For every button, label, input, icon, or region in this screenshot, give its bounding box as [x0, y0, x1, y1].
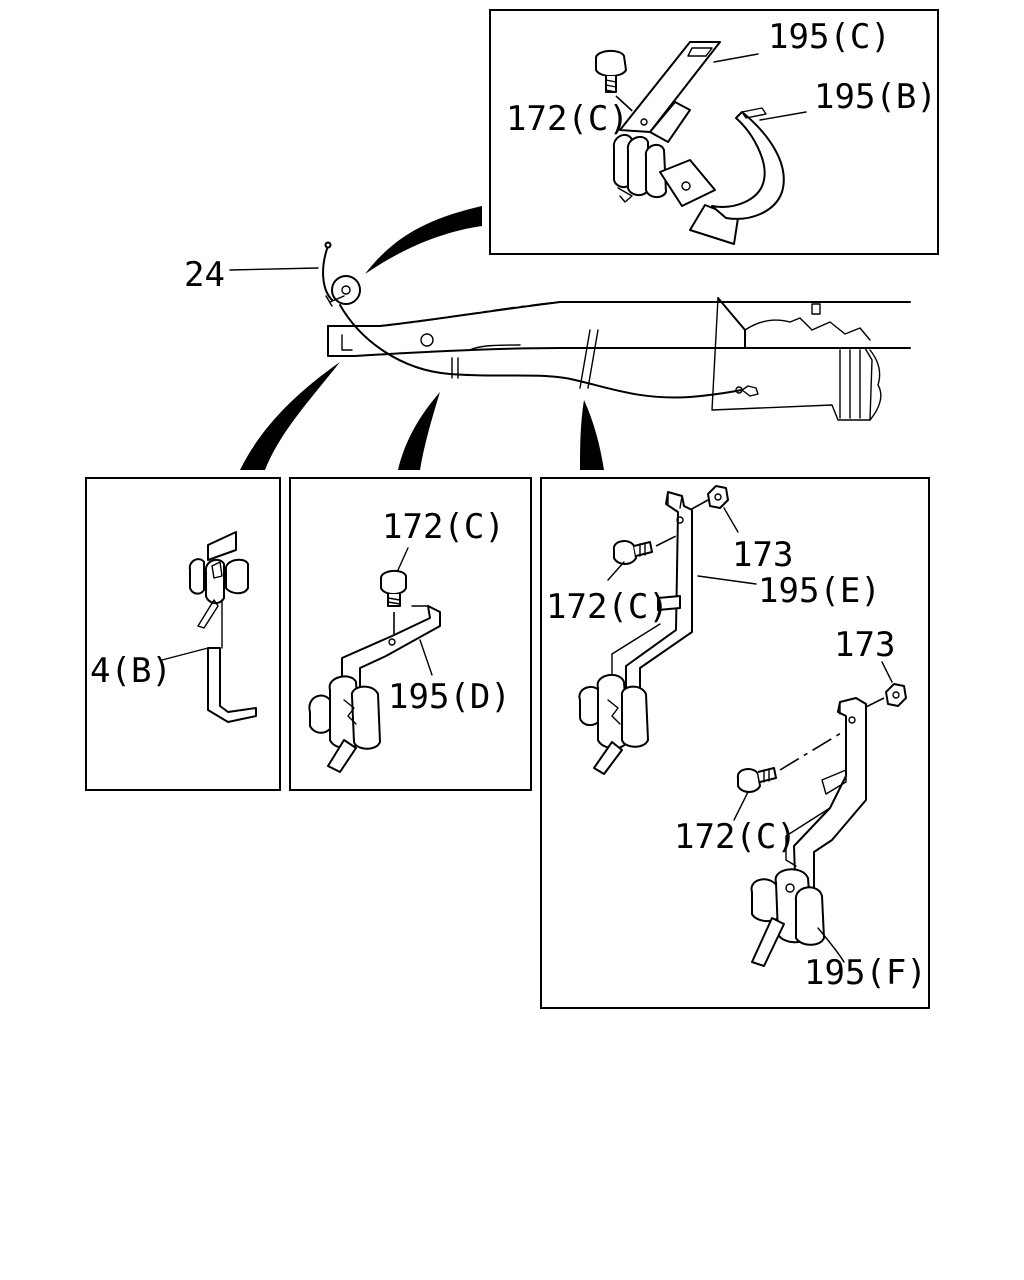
callout-172c-right-lower: 172(C) [674, 817, 797, 857]
bolt-172c-middle [380, 547, 409, 640]
frame-assembly [322, 241, 911, 421]
detail-box-left [85, 477, 281, 791]
detail-box-middle [289, 477, 532, 791]
callout-195f: 195(F) [804, 953, 927, 993]
bracket-195e [578, 491, 757, 775]
detail-pointer-right [580, 400, 604, 470]
bolt-172c-right-lower [733, 729, 847, 821]
callout-173-lower: 173 [834, 625, 895, 665]
callout-4b: 4(B) [90, 651, 172, 691]
nut-173-lower [863, 661, 907, 709]
clip-4b [161, 531, 257, 723]
callout-195c: 195(C) [768, 17, 891, 57]
bolt-172c-top [595, 50, 641, 119]
top-detail-parts [595, 41, 807, 245]
band-195b [711, 107, 785, 220]
middle-detail-parts [308, 547, 441, 773]
detail-box-top [489, 9, 939, 255]
detail-box-right [540, 477, 930, 1009]
bracket-195f [750, 697, 867, 967]
callout-195b: 195(B) [814, 77, 937, 117]
right-detail-parts-lower [733, 661, 907, 967]
bracket-195d [308, 605, 441, 773]
detail-pointer-left [240, 362, 340, 470]
callout-172c-top: 172(C) [506, 99, 629, 139]
callout-172c-middle: 172(C) [382, 507, 505, 547]
callout-24: 24 [184, 255, 225, 295]
right-detail-parts-upper [578, 485, 757, 775]
detail-pointer-top [365, 206, 482, 274]
bolt-172c-right-upper [607, 535, 677, 581]
detail-pointer-middle [398, 392, 440, 470]
callout-173-upper: 173 [732, 535, 793, 575]
callout-172c-right-upper: 172(C) [546, 587, 669, 627]
clip-bracket-195c [612, 41, 739, 245]
leader-cable-24 [229, 267, 319, 271]
callout-195e: 195(E) [758, 571, 881, 611]
callout-195d: 195(D) [388, 677, 511, 717]
nut-173-upper [689, 485, 739, 533]
